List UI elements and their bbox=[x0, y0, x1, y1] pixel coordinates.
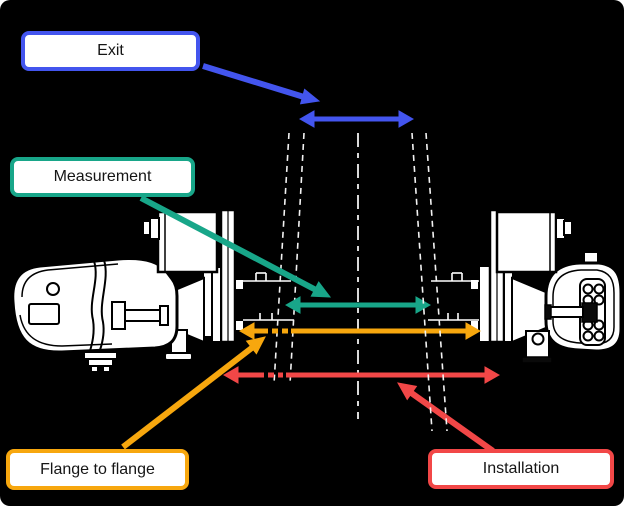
installation-leader-line bbox=[408, 389, 495, 454]
callout-installation: Installation bbox=[428, 449, 614, 489]
exit-span-arrowhead-right bbox=[398, 110, 415, 128]
exit-leader-arrowhead bbox=[299, 88, 321, 105]
measurement-span-arrowhead-left bbox=[284, 296, 301, 314]
installation-span-arrowhead-right bbox=[484, 366, 501, 384]
pipe-stub-left bbox=[243, 272, 294, 321]
installation-leader-arrowhead bbox=[397, 382, 418, 401]
flange-leader-line bbox=[121, 344, 255, 450]
pipe-stub-right bbox=[428, 272, 479, 321]
callout-flange-to-flange: Flange to flange bbox=[6, 449, 189, 490]
left-projection-line-outer bbox=[273, 132, 290, 385]
flange-to-flange-arrow bbox=[121, 322, 482, 450]
measurement-leader-line bbox=[139, 195, 318, 293]
callout-exit: Exit bbox=[21, 31, 200, 71]
flange-span-arrowhead-left bbox=[238, 322, 255, 340]
exit-arrow bbox=[202, 63, 415, 128]
measurement-arrow bbox=[139, 195, 432, 314]
left-flowmeter-drawing bbox=[11, 208, 245, 373]
callout-installation-label: Installation bbox=[482, 460, 560, 477]
measurement-leader-arrowhead bbox=[310, 281, 332, 298]
installation-arrow bbox=[222, 366, 501, 454]
right-projection-line-inner bbox=[411, 132, 433, 432]
right-projection-line-outer bbox=[425, 132, 448, 432]
installation-span-arrowhead-left bbox=[222, 366, 239, 384]
exit-leader-line bbox=[202, 63, 305, 100]
callout-measurement-label: Measurement bbox=[53, 168, 152, 185]
flange-span-arrowhead-right bbox=[465, 322, 482, 340]
projection-lines-back bbox=[273, 132, 359, 419]
callout-exit-label: Exit bbox=[97, 42, 124, 59]
left-projection-line-inner bbox=[289, 132, 305, 385]
flange-leader-arrowhead bbox=[245, 336, 266, 355]
callout-measurement: Measurement bbox=[10, 157, 195, 197]
exit-span-arrowhead-left bbox=[298, 110, 315, 128]
projection-lines-front bbox=[411, 132, 448, 432]
right-flowmeter-drawing bbox=[469, 208, 623, 364]
callout-flange-to-flange-label: Flange to flange bbox=[40, 460, 155, 478]
